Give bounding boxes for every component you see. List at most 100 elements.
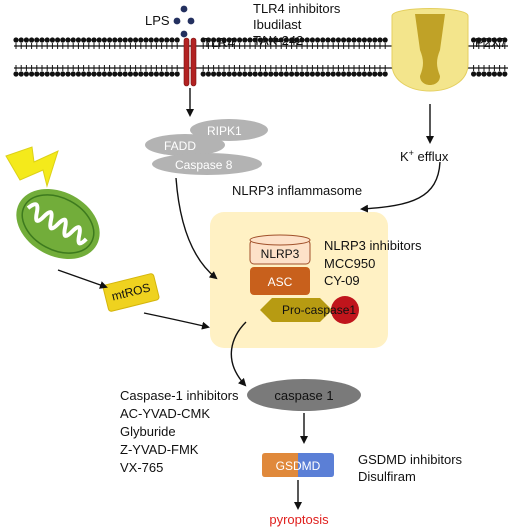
membrane-head-lower [320, 71, 326, 77]
membrane-head-upper [159, 37, 165, 43]
membrane-head-lower [138, 71, 144, 77]
membrane-head-upper [200, 37, 206, 43]
membrane-head-upper [252, 37, 258, 43]
membrane-head-upper [320, 37, 326, 43]
cell-membrane [13, 37, 508, 77]
membrane-head-lower [471, 71, 477, 77]
membrane-head-upper [377, 37, 383, 43]
membrane-head-upper [502, 37, 508, 43]
membrane-head-upper [96, 37, 102, 43]
membrane-head-upper [304, 37, 310, 43]
membrane-head-lower [356, 71, 362, 77]
membrane-head-upper [325, 37, 331, 43]
membrane-head-upper [143, 37, 149, 43]
membrane-head-lower [81, 71, 87, 77]
membrane-head-lower [216, 71, 222, 77]
membrane-head-upper [294, 37, 300, 43]
arrow-mito-to-mtros [57, 269, 108, 289]
membrane-head-lower [148, 71, 154, 77]
membrane-head-upper [341, 37, 347, 43]
gsdmd-inhibitor-item: Disulfiram [358, 469, 416, 484]
membrane-head-lower [153, 71, 159, 77]
membrane-head-lower [491, 71, 497, 77]
membrane-head-lower [304, 71, 310, 77]
gsdmd-inhibitors-title: GSDMD inhibitors [358, 452, 463, 467]
membrane-head-upper [471, 37, 477, 43]
membrane-head-upper [289, 37, 295, 43]
procaspase1-node [260, 298, 332, 322]
death-complex [145, 119, 268, 175]
membrane-head-upper [231, 37, 237, 43]
membrane-head-lower [60, 71, 66, 77]
membrane-head-upper [55, 37, 61, 43]
tlr4-label: TLR4 [203, 35, 235, 50]
membrane-head-upper [70, 37, 76, 43]
membrane-head-upper [309, 37, 315, 43]
membrane-head-lower [502, 71, 508, 77]
membrane-head-lower [257, 71, 263, 77]
membrane-head-lower [252, 71, 258, 77]
membrane-head-upper [49, 37, 56, 43]
membrane-head-lower [200, 71, 206, 77]
membrane-head-lower [55, 71, 61, 77]
membrane-head-upper [497, 37, 503, 43]
membrane-head-lower [335, 71, 341, 77]
membrane-head-upper [91, 37, 97, 43]
membrane-head-lower [315, 71, 321, 77]
membrane-head-upper [226, 37, 232, 43]
membrane-head-upper [81, 37, 87, 43]
membrane-head-lower [346, 71, 352, 77]
membrane-head-upper [39, 37, 45, 43]
membrane-head-lower [18, 71, 24, 77]
ripk1-node [190, 119, 268, 141]
gsdmd-node [262, 453, 334, 477]
membrane-head-lower [164, 71, 170, 77]
tlr4-inhibitor-item: TAK-242 [253, 33, 303, 48]
membrane-head-lower [367, 71, 373, 77]
membrane-head-lower [91, 71, 97, 77]
membrane-head-upper [205, 37, 211, 43]
membrane-head-lower [112, 71, 118, 77]
membrane-head-upper [278, 37, 284, 43]
membrane-head-lower [231, 71, 237, 77]
caspase1-inhibitors-title: Caspase-1 inhibitors [120, 388, 239, 403]
membrane-head-upper [138, 37, 144, 43]
tlr4-inhibitors-title: TLR4 inhibitors [253, 1, 341, 16]
membrane-head-lower [486, 71, 492, 77]
membrane-head-lower [351, 71, 357, 77]
membrane-head-upper [101, 37, 107, 43]
mitochondrion-icon [16, 188, 100, 260]
membrane-head-upper [122, 37, 128, 43]
membrane-head-lower [283, 71, 289, 77]
membrane-head-lower [101, 71, 107, 77]
membrane-head-upper [283, 37, 289, 43]
membrane-head-lower [70, 71, 76, 77]
membrane-head-lower [49, 71, 56, 77]
nlrp3-inflammasome-label: NLRP3 inflammasome [232, 183, 362, 198]
membrane-head-lower [65, 71, 71, 77]
arrow-kefflux-to-inflammasome [360, 161, 441, 213]
membrane-head-upper [481, 37, 487, 43]
membrane-head-upper [330, 37, 336, 43]
membrane-head-lower [325, 71, 331, 77]
membrane-head-lower [13, 71, 19, 77]
membrane-head-upper [351, 37, 357, 43]
membrane-head-upper [18, 37, 24, 43]
membrane-head-lower [289, 71, 295, 77]
membrane-head-lower [247, 71, 253, 77]
membrane-head-upper [216, 37, 222, 43]
membrane-head-upper [346, 37, 352, 43]
procaspase1-cap-icon [331, 296, 359, 324]
arrow-mtros-to-inflammasome [143, 312, 210, 330]
membrane-head-lower [278, 71, 284, 77]
membrane-head-lower [476, 71, 482, 77]
arrow-procaspase-to-caspase1 [230, 321, 247, 387]
membrane-head-upper [299, 37, 305, 43]
membrane-head-upper [107, 37, 113, 43]
caspase8-label: Caspase 8 [175, 158, 233, 172]
membrane-head-lower [86, 71, 92, 77]
lightning-icon [5, 146, 59, 188]
membrane-head-upper [153, 37, 159, 43]
membrane-head-lower [75, 71, 81, 77]
